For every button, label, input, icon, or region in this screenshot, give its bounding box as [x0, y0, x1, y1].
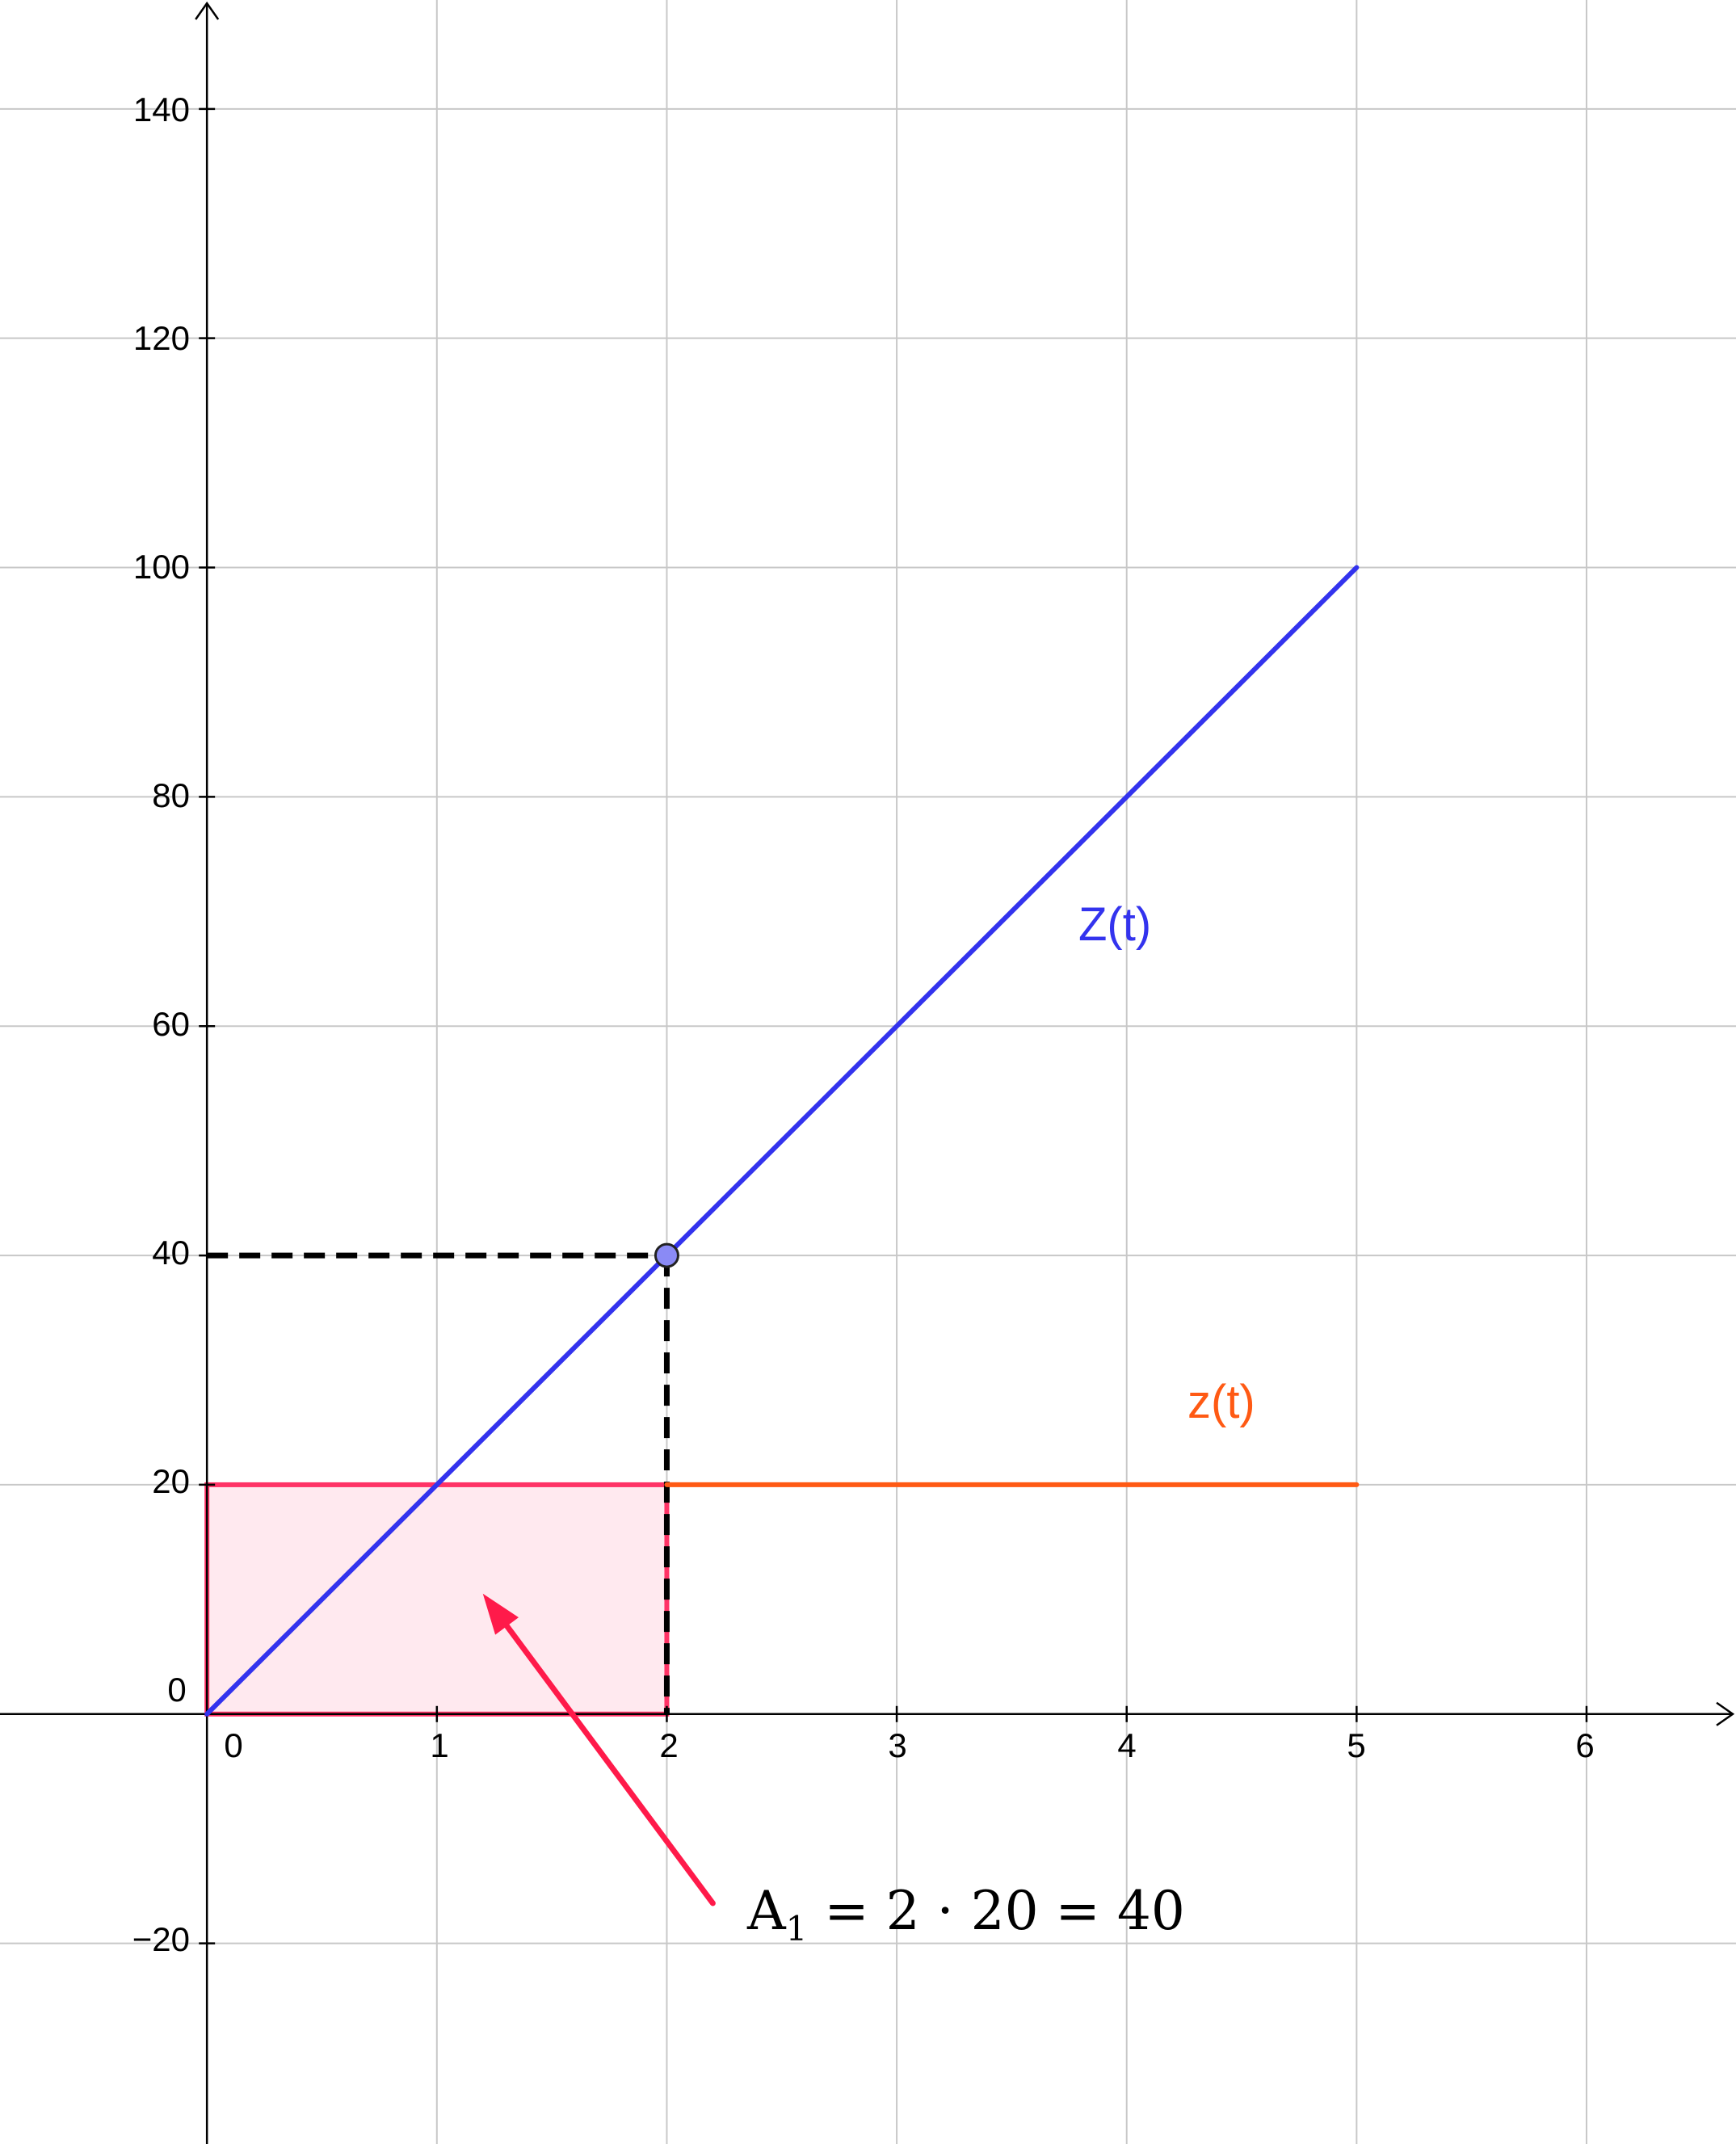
y-tick-label-0: 0: [167, 1671, 186, 1709]
y-tick-label-100: 100: [133, 548, 190, 586]
x-tick-label-5: 5: [1347, 1726, 1365, 1764]
x-tick-label-2: 2: [659, 1726, 678, 1764]
x-tick-label-6: 6: [1575, 1726, 1594, 1764]
point-marker: [654, 1242, 679, 1268]
series-line-Z: [204, 565, 1360, 1717]
area-formula-value: = 2 · 20 = 40: [807, 1880, 1184, 1942]
y-tick-label-20: 20: [152, 1462, 190, 1500]
shaded-area-group: [204, 1482, 670, 1717]
annotation-arrow-line: [501, 1619, 716, 1906]
annotation-arrow-head: [482, 1593, 519, 1635]
y-tick-label-40: 40: [152, 1234, 190, 1272]
x-tick-label-0: 0: [224, 1726, 242, 1764]
y-tick-label-60: 60: [152, 1005, 190, 1043]
area-annotation: A1 = 2 · 20 = 40: [482, 1593, 1185, 1949]
series-label-z: z(t): [1187, 1376, 1255, 1428]
y-tick-label-minus-20: −20: [132, 1920, 190, 1958]
area-formula-subscript: 1: [786, 1909, 808, 1949]
series-group: [204, 565, 1360, 1717]
series-labels: Z(t) z(t): [1078, 898, 1255, 1428]
x-tick-label-3: 3: [888, 1726, 906, 1764]
area-formula-symbol: A: [746, 1880, 787, 1942]
y-tick-label-80: 80: [152, 776, 190, 814]
y-axis-arrow: [195, 1, 220, 20]
x-tick-label-1: 1: [430, 1726, 448, 1764]
tick-labels: 0 20 40 60 80 100 120 140 −20 0 1 2 3 4 …: [132, 90, 1595, 1958]
y-tick-label-140: 140: [133, 90, 190, 128]
x-tick-label-4: 4: [1117, 1726, 1136, 1764]
series-label-Z: Z(t): [1078, 898, 1151, 951]
shaded-area: [204, 1482, 670, 1717]
area-formula: A1 = 2 · 20 = 40: [746, 1880, 1185, 1949]
y-tick-label-120: 120: [133, 319, 190, 357]
x-axis-arrow: [1716, 1701, 1735, 1726]
